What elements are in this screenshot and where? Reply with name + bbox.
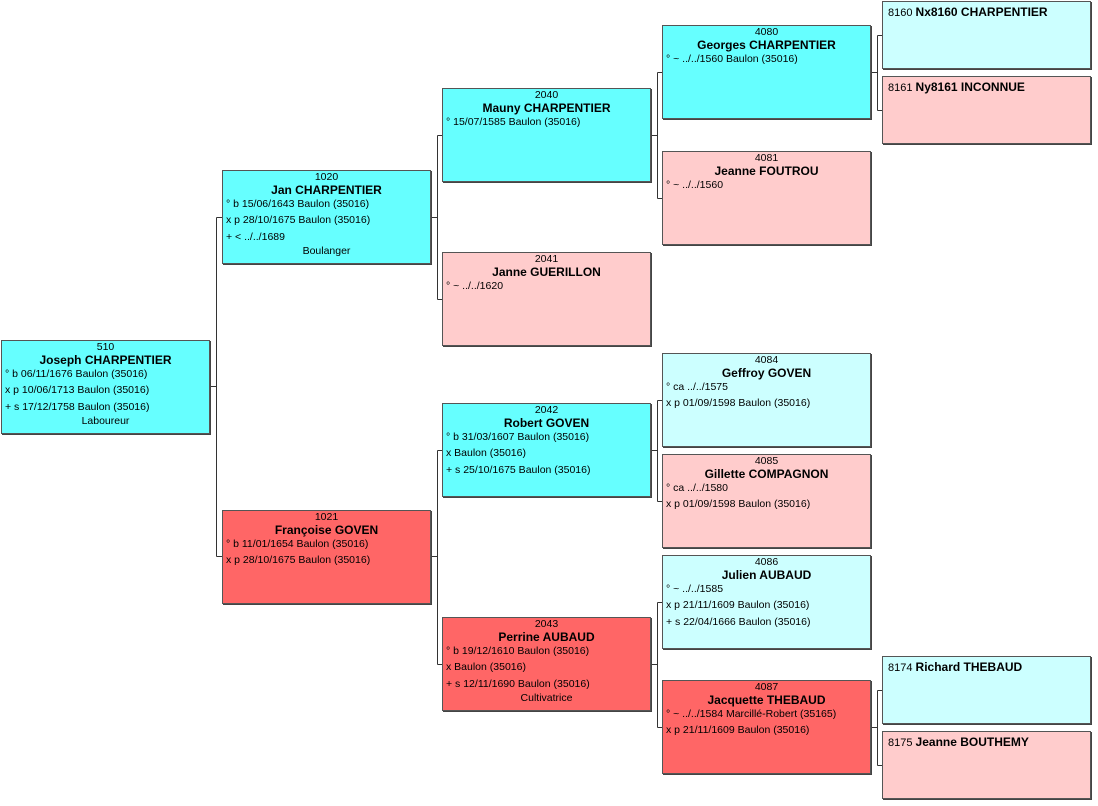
- person-name: Robert GOVEN: [503, 416, 590, 430]
- birth-event: ° ca ../../1575: [666, 381, 728, 393]
- person-header: 8161 Ny8161 INCONNUE: [883, 77, 1090, 95]
- sosa-number: 4085: [754, 455, 779, 467]
- person-box-2042[interactable]: 2042 Robert GOVEN ° b 31/03/1607 Baulon …: [442, 403, 651, 497]
- birth-event: ° b 19/12/1610 Baulon (35016): [446, 645, 590, 657]
- birth-event: ° ~ ../../1620: [446, 280, 504, 292]
- person-box-1021[interactable]: 1021 Françoise GOVEN ° b 11/01/1654 Baul…: [222, 510, 431, 604]
- sosa-number: 1020: [314, 171, 339, 183]
- birth-event: ° ~ ../../1584 Marcillé-Robert (35165): [666, 708, 837, 720]
- person-header: 8175 Jeanne BOUTHEMY: [883, 732, 1090, 750]
- person-name: Françoise GOVEN: [274, 523, 379, 537]
- birth-event: ° ~ ../../1560 Baulon (35016): [666, 53, 798, 65]
- marriage-event: x p 10/06/1713 Baulon (35016): [5, 384, 150, 396]
- sosa-number: 510: [96, 341, 115, 353]
- sosa-number: 4086: [754, 556, 779, 568]
- death-event: + s 25/10/1675 Baulon (35016): [446, 464, 591, 476]
- sosa-number: 4084: [754, 354, 779, 366]
- person-header: 8174 Richard THEBAUD: [883, 657, 1090, 675]
- sosa-number: 4080: [754, 26, 779, 38]
- birth-event: ° ~ ../../1560: [666, 179, 724, 191]
- person-box-4084[interactable]: 4084 Geffroy GOVEN ° ca ../../1575 x p 0…: [662, 353, 871, 447]
- person-box-510[interactable]: 510 Joseph CHARPENTIER ° b 06/11/1676 Ba…: [1, 340, 210, 434]
- sosa-number: 2040: [534, 89, 559, 101]
- death-event: + < ../../1689: [226, 231, 285, 243]
- person-name: Janne GUERILLON: [492, 265, 601, 279]
- person-name: Jacquette THEBAUD: [707, 693, 826, 707]
- marriage-event: x p 28/10/1675 Baulon (35016): [226, 214, 371, 226]
- sosa-number: 8174: [888, 662, 913, 674]
- person-box-2040[interactable]: 2040 Mauny CHARPENTIER ° 15/07/1585 Baul…: [442, 88, 651, 182]
- person-name: Joseph CHARPENTIER: [39, 353, 172, 367]
- sosa-number: 8160: [888, 7, 913, 19]
- sosa-number: 2042: [534, 404, 559, 416]
- person-name: Julien AUBAUD: [721, 568, 812, 582]
- marriage-event: x p 21/11/1609 Baulon (35016): [666, 599, 810, 611]
- death-event: + s 17/12/1758 Baulon (35016): [5, 401, 150, 413]
- person-name: Richard THEBAUD: [915, 660, 1023, 674]
- marriage-event: x p 01/09/1598 Baulon (35016): [666, 397, 811, 409]
- birth-event: ° 15/07/1585 Baulon (35016): [446, 116, 581, 128]
- person-name: Nx8160 CHARPENTIER: [915, 5, 1048, 19]
- birth-event: ° b 11/01/1654 Baulon (35016): [226, 538, 369, 550]
- person-box-1020[interactable]: 1020 Jan CHARPENTIER ° b 15/06/1643 Baul…: [222, 170, 431, 264]
- person-name: Geffroy GOVEN: [721, 366, 812, 380]
- marriage-event: x Baulon (35016): [446, 661, 526, 673]
- person-box-4081[interactable]: 4081 Jeanne FOUTROU ° ~ ../../1560: [662, 151, 871, 245]
- person-box-4086[interactable]: 4086 Julien AUBAUD ° ~ ../../1585 x p 21…: [662, 555, 871, 649]
- person-box-8174[interactable]: 8174 Richard THEBAUD: [882, 656, 1091, 724]
- marriage-event: x p 28/10/1675 Baulon (35016): [226, 554, 371, 566]
- person-name: Ny8161 INCONNUE: [915, 80, 1025, 94]
- sosa-number: 2041: [534, 253, 559, 265]
- sosa-number: 4081: [754, 152, 779, 164]
- death-event: + s 22/04/1666 Baulon (35016): [666, 616, 811, 628]
- person-name: Jeanne FOUTROU: [714, 164, 819, 178]
- sosa-number: 8175: [888, 737, 913, 749]
- person-name: Perrine AUBAUD: [498, 630, 595, 644]
- marriage-event: x Baulon (35016): [446, 447, 526, 459]
- person-box-4080[interactable]: 4080 Georges CHARPENTIER ° ~ ../../1560 …: [662, 25, 871, 119]
- person-box-8175[interactable]: 8175 Jeanne BOUTHEMY: [882, 731, 1091, 799]
- person-box-8160[interactable]: 8160 Nx8160 CHARPENTIER: [882, 1, 1091, 69]
- occupation: Boulanger: [302, 245, 351, 257]
- marriage-event: x p 01/09/1598 Baulon (35016): [666, 498, 811, 510]
- birth-event: ° b 31/03/1607 Baulon (35016): [446, 431, 590, 443]
- person-name: Georges CHARPENTIER: [697, 38, 836, 52]
- birth-event: ° ~ ../../1585: [666, 583, 724, 595]
- birth-event: ° ca ../../1580: [666, 482, 728, 494]
- death-event: + s 12/11/1690 Baulon (35016): [446, 678, 590, 690]
- person-box-4085[interactable]: 4085 Gillette COMPAGNON ° ca ../../1580 …: [662, 454, 871, 548]
- birth-event: ° b 15/06/1643 Baulon (35016): [226, 198, 370, 210]
- sosa-number: 1021: [314, 511, 339, 523]
- marriage-event: x p 21/11/1609 Baulon (35016): [666, 724, 810, 736]
- person-header: 8160 Nx8160 CHARPENTIER: [883, 2, 1090, 20]
- person-box-2043[interactable]: 2043 Perrine AUBAUD ° b 19/12/1610 Baulo…: [442, 617, 651, 711]
- person-box-4087[interactable]: 4087 Jacquette THEBAUD ° ~ ../../1584 Ma…: [662, 680, 871, 774]
- person-box-2041[interactable]: 2041 Janne GUERILLON ° ~ ../../1620: [442, 252, 651, 346]
- person-box-8161[interactable]: 8161 Ny8161 INCONNUE: [882, 76, 1091, 144]
- person-name: Gillette COMPAGNON: [704, 467, 829, 481]
- occupation: Laboureur: [81, 415, 130, 427]
- birth-event: ° b 06/11/1676 Baulon (35016): [5, 368, 148, 380]
- person-name: Mauny CHARPENTIER: [482, 101, 611, 115]
- person-name: Jan CHARPENTIER: [271, 183, 382, 197]
- sosa-number: 2043: [534, 618, 559, 630]
- occupation: Cultivatrice: [520, 692, 573, 704]
- person-name: Jeanne BOUTHEMY: [915, 735, 1029, 749]
- sosa-number: 4087: [754, 681, 779, 693]
- sosa-number: 8161: [888, 82, 913, 94]
